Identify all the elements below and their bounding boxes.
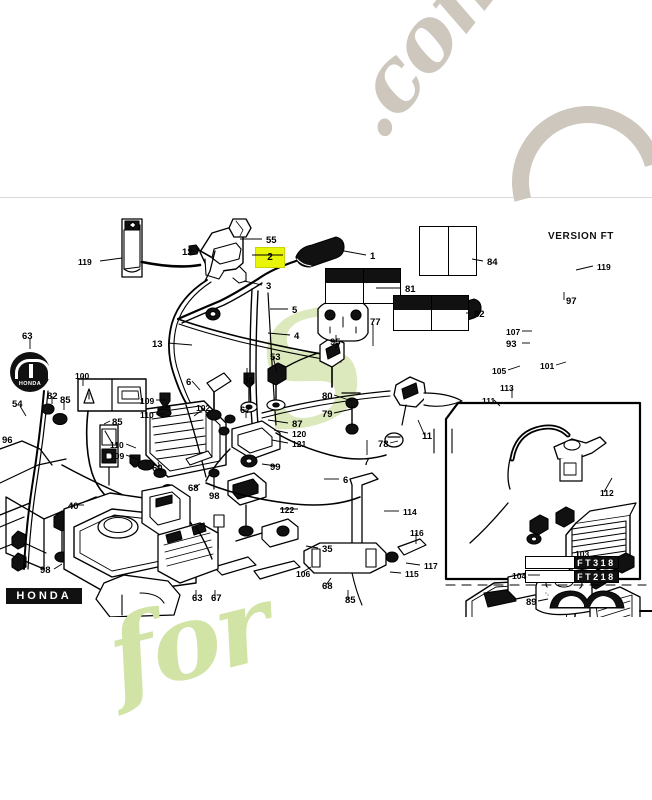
decal-cell [363, 269, 400, 303]
part-ref-112[interactable]: 112 [600, 488, 614, 498]
decal-cell [420, 227, 449, 275]
part-ref-54[interactable]: 54 [12, 399, 23, 410]
part-ref-4[interactable]: 4 [294, 331, 300, 342]
part-ref-121[interactable]: 121 [292, 439, 307, 449]
part-ref-13[interactable]: 13 [152, 339, 163, 350]
part-ref-56[interactable]: 56 [243, 376, 254, 387]
part-ref-85[interactable]: 85 [112, 417, 123, 428]
part-ref-103[interactable]: 103 [575, 549, 590, 559]
part-ref-110[interactable]: 110 [140, 410, 154, 420]
part-ref-85[interactable]: 85 [345, 595, 356, 606]
part-ref-11[interactable]: 11 [422, 431, 433, 442]
part-ref-35[interactable]: 35 [322, 544, 333, 555]
honda-tank-badge-text: HONDA [16, 590, 72, 602]
part-ref-116[interactable]: 116 [410, 528, 424, 538]
part-ref-78[interactable]: 78 [378, 439, 389, 450]
part-ref-113[interactable]: 113 [500, 383, 514, 393]
decal-box-82 [393, 295, 469, 331]
decal-cell [326, 269, 364, 303]
part-ref-117[interactable]: 117 [424, 561, 438, 571]
part-ref-67[interactable]: 67 [240, 405, 251, 416]
decal-cell [394, 296, 432, 330]
part-ref-6[interactable]: 6 [343, 475, 349, 486]
decal-blank-field [526, 557, 575, 568]
decal-cell [431, 296, 468, 330]
part-ref-60[interactable]: 60 [152, 463, 163, 474]
part-ref-97[interactable]: 97 [566, 296, 577, 307]
part-ref-111[interactable]: 111 [482, 396, 496, 406]
part-ref-105[interactable]: 105 [492, 366, 507, 376]
part-ref-3[interactable]: 3 [266, 281, 272, 292]
part-ref-102[interactable]: 102 [196, 403, 211, 413]
part-ref-104[interactable]: 104 [512, 571, 527, 581]
part-ref-119[interactable]: 119 [597, 262, 611, 272]
decal-ft218-text: FT218 [574, 571, 618, 582]
part-ref-55[interactable]: 55 [266, 235, 277, 246]
part-ref-5[interactable]: 5 [292, 305, 298, 316]
part-ref-1[interactable]: 1 [370, 251, 376, 262]
part-ref-93[interactable]: 93 [506, 339, 517, 350]
decal-box-81 [325, 268, 401, 304]
part-ref-95[interactable]: 95 [330, 337, 341, 348]
part-ref-114[interactable]: 114 [403, 507, 417, 517]
part-ref-82[interactable]: 82 [474, 309, 485, 320]
decal-box-84 [419, 226, 477, 276]
part-ref-63[interactable]: 63 [22, 331, 33, 342]
part-ref-120[interactable]: 120 [292, 429, 307, 439]
part-ref-84[interactable]: 84 [487, 257, 498, 268]
part-ref-12[interactable]: 12 [182, 247, 193, 258]
part-ref-122[interactable]: 122 [280, 505, 295, 515]
part-ref-63[interactable]: 63 [192, 593, 203, 604]
highlighted-part-ref-2[interactable]: 2 [255, 247, 285, 268]
part-ref-85[interactable]: 85 [60, 395, 71, 406]
part-ref-119[interactable]: 119 [78, 257, 92, 267]
part-ref-68[interactable]: 68 [188, 483, 199, 494]
part-ref-98[interactable]: 98 [209, 491, 220, 502]
part-ref-68[interactable]: 68 [322, 581, 333, 592]
part-ref-100[interactable]: 100 [75, 371, 90, 381]
part-ref-96[interactable]: 96 [2, 435, 13, 446]
honda-roundel-logo: HONDA [10, 352, 51, 392]
part-ref-101[interactable]: 101 [540, 361, 555, 371]
part-ref-77[interactable]: 77 [370, 317, 381, 328]
part-ref-6[interactable]: 6 [186, 377, 192, 388]
part-ref-87[interactable]: 87 [292, 419, 303, 430]
part-ref-106[interactable]: 106 [296, 569, 311, 579]
version-ft-title: VERSION FT [548, 231, 615, 242]
part-ref-89[interactable]: 89 [526, 597, 537, 608]
part-ref-109[interactable]: 109 [140, 396, 155, 406]
part-ref-115[interactable]: 115 [405, 569, 419, 579]
decal-ft218: FT218 [525, 570, 619, 583]
part-ref-53[interactable]: 53 [270, 352, 281, 363]
part-ref-107[interactable]: 107 [506, 327, 521, 337]
part-ref-80[interactable]: 80 [322, 391, 333, 402]
honda-roundel-text: HONDA [18, 381, 42, 387]
part-ref-82[interactable]: 82 [47, 391, 58, 402]
part-ref-79[interactable]: 79 [322, 409, 333, 420]
part-ref-7[interactable]: 7 [364, 457, 370, 468]
honda-wing-icon [15, 359, 51, 379]
top-divider [0, 197, 652, 198]
part-ref-98[interactable]: 98 [40, 565, 51, 576]
part-ref-99[interactable]: 99 [270, 462, 281, 473]
decal-blank-field [526, 571, 575, 582]
part-ref-110[interactable]: 110 [110, 440, 124, 450]
decal-ft318-text: FT318 [574, 557, 618, 568]
honda-tank-badge: HONDA [6, 588, 82, 604]
part-ref-109[interactable]: 109 [110, 451, 125, 461]
decal-ft318: FT318 [525, 556, 619, 569]
part-ref-40[interactable]: 40 [68, 501, 79, 512]
part-ref-81[interactable]: 81 [405, 284, 416, 295]
emblem-89 [549, 590, 625, 609]
part-ref-67[interactable]: 67 [211, 593, 222, 604]
